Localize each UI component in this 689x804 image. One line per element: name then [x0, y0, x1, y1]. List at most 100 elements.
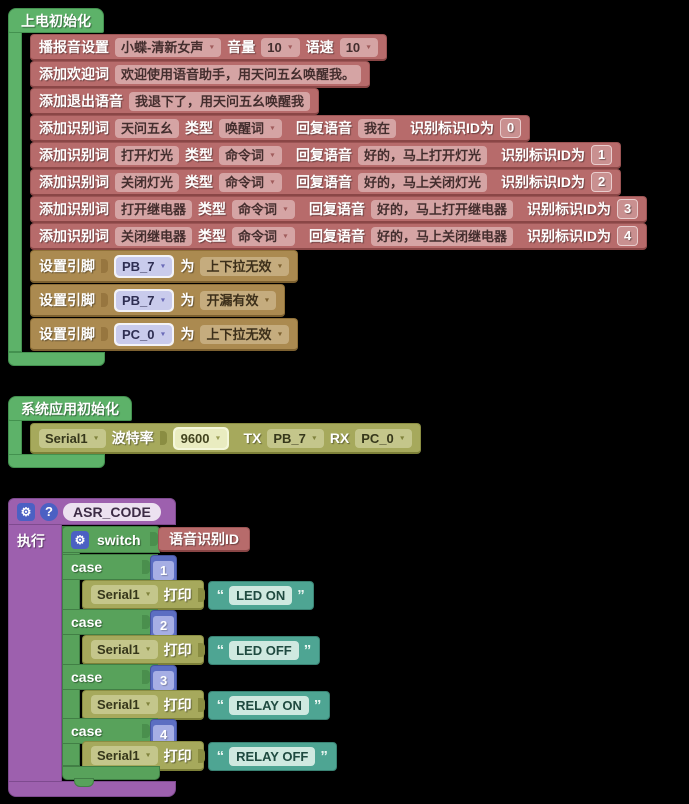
socket-connector	[197, 587, 205, 602]
set-pin-block[interactable]: 设置引脚 PC_0 为 上下拉无效	[30, 318, 299, 351]
voice-setting-block[interactable]: 播报音设置 小蝶-清新女声 音量 10 语速 10	[30, 34, 388, 61]
block-label: 添加退出语音	[39, 93, 123, 109]
socket-connector	[197, 642, 205, 657]
function-name-field[interactable]: ASR_CODE	[63, 502, 161, 521]
keyword-field[interactable]: 打开继电器	[115, 199, 193, 219]
reply-field[interactable]: 好的，马上打开继电器	[370, 199, 513, 219]
pin-dropdown[interactable]: PB_7	[116, 290, 173, 310]
pin-dropdown[interactable]: PC_0	[116, 324, 173, 344]
gear-icon[interactable]: ⚙	[71, 530, 89, 549]
open-quote: “	[216, 586, 225, 604]
serial-print-row: Serial1 打印 “ LED ON ”	[82, 580, 314, 610]
function-body-spine[interactable]: 执行	[8, 524, 62, 782]
case-value[interactable]: 2	[153, 615, 175, 635]
switch-arg-block[interactable]: 语音识别ID	[158, 527, 250, 552]
help-icon[interactable]: ?	[40, 502, 58, 521]
serial-port-dropdown[interactable]: Serial1	[91, 640, 158, 659]
voice-dropdown[interactable]: 小蝶-清新女声	[115, 37, 222, 57]
type-dropdown[interactable]: 命令词	[219, 145, 282, 165]
keyword-field[interactable]: 天问五幺	[115, 118, 180, 138]
add-keyword-block[interactable]: 添加识别词 打开继电器 类型 命令词 回复语音 好的，马上打开继电器 识别标识I…	[30, 196, 648, 223]
serial-print-block[interactable]: Serial1 打印	[82, 580, 205, 610]
as-label: 为	[180, 258, 195, 274]
system-init-hat-block[interactable]: 系统应用初始化	[8, 396, 132, 421]
string-block[interactable]: “ LED ON ”	[207, 580, 314, 610]
pin-mode-dropdown[interactable]: 上下拉无效	[200, 256, 290, 276]
string-field[interactable]: LED OFF	[229, 640, 299, 660]
serial-port-dropdown[interactable]: Serial1	[91, 585, 158, 604]
case-keyword: case	[71, 614, 103, 630]
type-dropdown[interactable]: 命令词	[232, 226, 295, 246]
switch-keyword: switch	[97, 531, 141, 548]
as-label: 为	[180, 326, 195, 342]
keyword-field[interactable]: 打开灯光	[115, 145, 180, 165]
keyword-field[interactable]: 关闭继电器	[115, 226, 193, 246]
type-dropdown[interactable]: 唤醒词	[219, 118, 282, 138]
add-keyword-block[interactable]: 添加识别词 天问五幺 类型 唤醒词 回复语音 我在 识别标识ID为 0	[30, 115, 531, 142]
string-field[interactable]: RELAY ON	[229, 695, 309, 715]
string-field[interactable]: LED ON	[229, 585, 293, 605]
speed-dropdown[interactable]: 10	[339, 37, 379, 57]
set-pin-block[interactable]: 设置引脚 PB_7 为 上下拉无效	[30, 250, 299, 283]
exit-voice-block[interactable]: 添加退出语音 我退下了，用天问五幺唤醒我	[30, 88, 320, 115]
string-field[interactable]: RELAY OFF	[229, 746, 316, 766]
case-value[interactable]: 1	[153, 560, 175, 580]
exit-text-field[interactable]: 我退下了，用天问五幺唤醒我	[129, 91, 311, 111]
tx-pin-dropdown[interactable]: PB_7	[267, 428, 324, 448]
switch-header-block[interactable]: ⚙ switch	[62, 526, 160, 553]
id-value[interactable]: 0	[499, 118, 522, 138]
case-value[interactable]: 4	[153, 724, 175, 744]
reply-field[interactable]: 我在	[357, 118, 396, 138]
welcome-word-block[interactable]: 添加欢迎词 欢迎使用语音助手，用天问五幺唤醒我。	[30, 61, 371, 88]
id-value[interactable]: 4	[616, 226, 639, 246]
reply-field[interactable]: 好的，马上关闭灯光	[357, 172, 487, 192]
case-value[interactable]: 3	[153, 670, 175, 690]
serial-port-dropdown[interactable]: Serial1	[39, 428, 106, 448]
power-on-init-bottom[interactable]	[8, 352, 105, 366]
socket-connector	[101, 293, 108, 307]
power-on-init-spine[interactable]	[8, 31, 22, 352]
type-dropdown[interactable]: 命令词	[219, 172, 282, 192]
pin-mode-dropdown[interactable]: 开漏有效	[200, 290, 277, 310]
gear-icon[interactable]: ⚙	[17, 502, 35, 521]
reply-field[interactable]: 好的，马上关闭继电器	[370, 226, 513, 246]
switch-bottom[interactable]	[62, 766, 160, 780]
rx-pin-dropdown[interactable]: PC_0	[355, 428, 412, 448]
reply-label: 回复语音	[308, 201, 365, 217]
power-on-init-hat-block[interactable]: 上电初始化	[8, 8, 104, 33]
volume-dropdown[interactable]: 10	[261, 37, 300, 57]
add-keyword-block[interactable]: 添加识别词 关闭灯光 类型 命令词 回复语音 好的，马上关闭灯光 识别标识ID为…	[30, 169, 622, 196]
pin-block[interactable]: PB_7	[114, 288, 175, 312]
system-init-bottom[interactable]	[8, 454, 105, 468]
add-keyword-block[interactable]: 添加识别词 关闭继电器 类型 命令词 回复语音 好的，马上关闭继电器 识别标识I…	[30, 223, 648, 250]
pin-block[interactable]: PB_7	[114, 254, 175, 278]
string-block[interactable]: “ LED OFF ”	[207, 635, 321, 665]
baudrate-block[interactable]: 9600	[172, 426, 230, 450]
block-label: 添加识别词	[39, 201, 109, 217]
serial-port-dropdown[interactable]: Serial1	[91, 746, 158, 765]
reply-field[interactable]: 好的，马上打开灯光	[357, 145, 487, 165]
id-value[interactable]: 3	[616, 199, 639, 219]
serial-port-dropdown[interactable]: Serial1	[91, 695, 158, 714]
serial-print-block[interactable]: Serial1 打印	[82, 690, 205, 720]
function-header-block[interactable]: ⚙ ? ASR_CODE	[8, 498, 176, 525]
serial-config-block[interactable]: Serial1 波特率 9600 TX PB_7 RX PC_0	[30, 423, 421, 454]
id-value[interactable]: 2	[590, 172, 613, 192]
welcome-text-field[interactable]: 欢迎使用语音助手，用天问五幺唤醒我。	[115, 64, 362, 84]
add-keyword-block[interactable]: 添加识别词 打开灯光 类型 命令词 回复语音 好的，马上打开灯光 识别标识ID为…	[30, 142, 622, 169]
system-init-spine[interactable]	[8, 419, 22, 456]
pin-mode-dropdown[interactable]: 上下拉无效	[200, 324, 290, 344]
baudrate-dropdown[interactable]: 9600	[174, 428, 228, 448]
string-block[interactable]: “ RELAY OFF ”	[207, 741, 337, 771]
type-label: 类型	[185, 120, 214, 136]
block-label: 设置引脚	[39, 292, 95, 308]
id-value[interactable]: 1	[590, 145, 613, 165]
keyword-field[interactable]: 关闭灯光	[115, 172, 180, 192]
pin-block[interactable]: PC_0	[114, 322, 175, 346]
block-label: 添加识别词	[39, 120, 109, 136]
string-block[interactable]: “ RELAY ON ”	[207, 690, 331, 720]
set-pin-block[interactable]: 设置引脚 PB_7 为 开漏有效	[30, 284, 286, 317]
type-dropdown[interactable]: 命令词	[232, 199, 295, 219]
pin-dropdown[interactable]: PB_7	[116, 256, 173, 276]
serial-print-block[interactable]: Serial1 打印	[82, 635, 205, 665]
